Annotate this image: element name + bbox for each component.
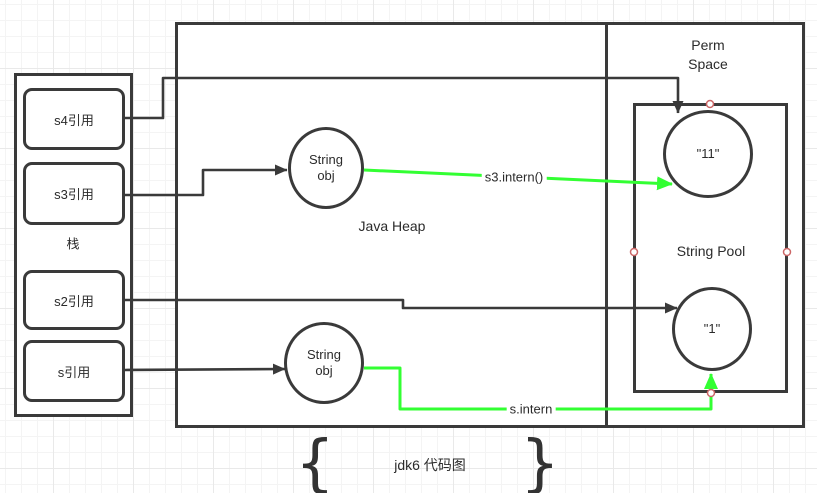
stack-ref-s2[interactable]: s2引用	[23, 270, 125, 330]
stack-ref-s2-label: s2引用	[54, 293, 94, 309]
pool-string-1[interactable]: "1"	[672, 287, 752, 371]
stack-ref-s3[interactable]: s3引用	[23, 162, 125, 225]
s-intern-edge-label: s.intern	[506, 401, 556, 417]
stack-ref-s3-label: s3引用	[54, 187, 94, 202]
heap-string-obj-2-label: String obj	[307, 346, 341, 378]
stack-ref-s4-label: s4引用	[54, 112, 94, 128]
stack-ref-s-label: s引用	[57, 364, 91, 380]
heap-string-obj-1[interactable]: String obj	[288, 127, 364, 209]
s3-intern-edge-label: s3.intern()	[481, 169, 547, 185]
caption-text: jdk6 代码图	[394, 457, 466, 473]
heap-string-obj-2[interactable]: String obj	[284, 322, 364, 404]
perm-space-title: Perm Space	[688, 37, 728, 72]
pool-string-11[interactable]: "11"	[663, 110, 753, 198]
pool-string-1-label: "1"	[703, 320, 721, 336]
caption-brace-right: }	[520, 426, 560, 493]
stack-ref-s[interactable]: s引用	[23, 340, 125, 402]
stack-ref-s4[interactable]: s4引用	[23, 88, 125, 150]
caption-brace-left: {	[295, 426, 335, 493]
java-heap-title: Java Heap	[358, 218, 426, 234]
heap-string-obj-1-label: String obj	[309, 151, 343, 183]
pool-string-11-label: "11"	[696, 145, 720, 161]
stack-title: 栈	[66, 236, 80, 252]
string-pool-title: String Pool	[676, 243, 746, 259]
